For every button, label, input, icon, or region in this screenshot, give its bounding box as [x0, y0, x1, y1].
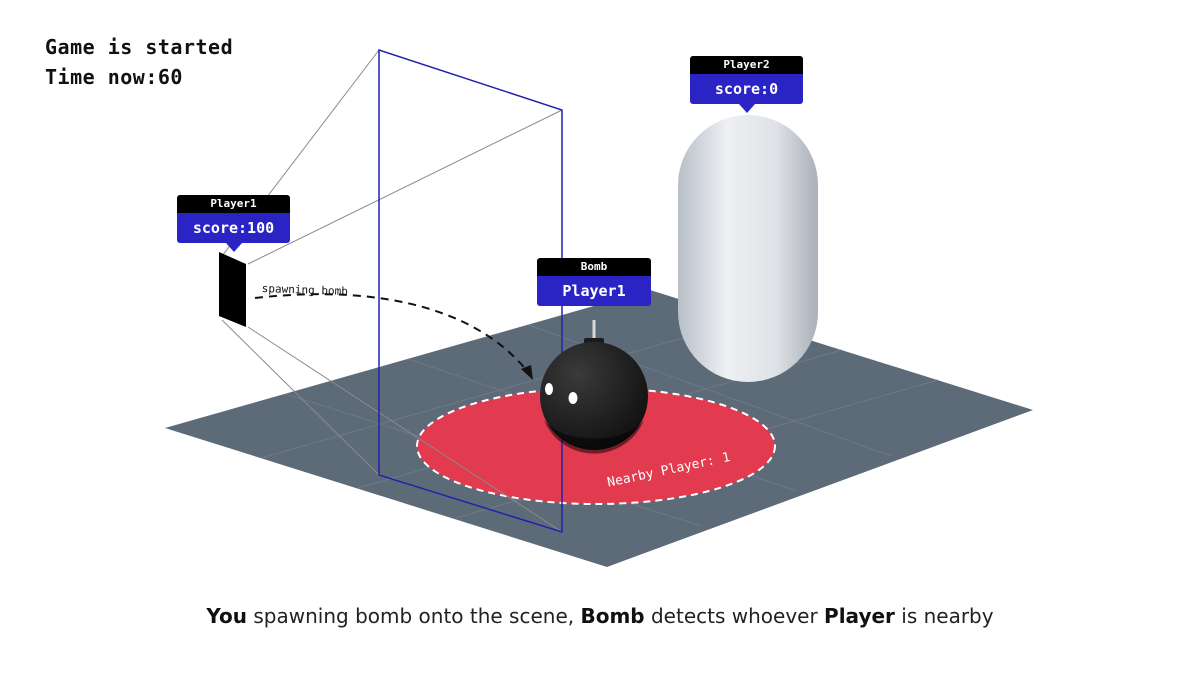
player2-name-label: Player2 — [690, 56, 803, 74]
spawn-path — [254, 293, 529, 373]
player2-score-label: score:0 — [690, 74, 803, 104]
caption: You spawning bomb onto the scene, Bomb d… — [0, 604, 1200, 628]
player1-tag-pointer — [225, 243, 242, 252]
camera-frustum — [221, 48, 563, 534]
caption-you: You — [206, 604, 248, 628]
hud: Game is started Time now:60 — [45, 32, 233, 92]
game-status-text: Game is started — [45, 35, 234, 59]
player1-camera — [219, 252, 246, 327]
player2-tag-pointer — [738, 104, 755, 113]
player2-score-tag: Player2 score:0 — [690, 56, 803, 113]
time-now-text: Time now:60 — [45, 65, 183, 89]
bomb-owner-tag: Bomb Player1 — [537, 258, 651, 306]
player1-score-label: score:100 — [177, 213, 290, 243]
caption-bomb: Bomb — [580, 604, 645, 628]
bomb — [540, 320, 648, 454]
caption-text-1: spawning bomb onto the scene, — [247, 604, 581, 628]
player1-score-tag: Player1 score:100 — [177, 195, 290, 252]
bomb-name-label: Bomb — [537, 258, 651, 276]
player2-capsule — [678, 115, 818, 382]
spawn-arrow-head — [521, 365, 533, 380]
caption-text-2: detects whoever — [644, 604, 825, 628]
caption-text-3: is nearby — [894, 604, 994, 628]
caption-player: Player — [824, 604, 895, 628]
player1-name-label: Player1 — [177, 195, 290, 213]
bomb-owner-label: Player1 — [537, 276, 651, 306]
